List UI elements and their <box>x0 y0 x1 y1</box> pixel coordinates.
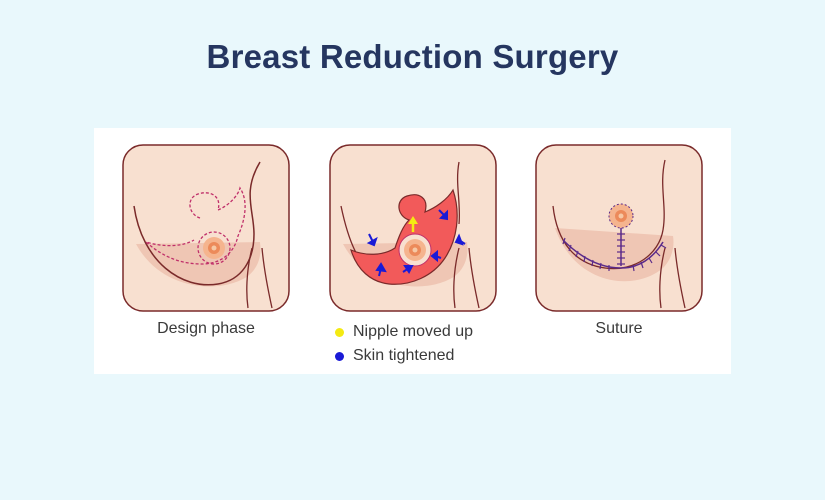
legend-label: Skin tightened <box>353 347 455 364</box>
blue-dot-icon <box>335 351 344 361</box>
design-phase-illustration <box>122 144 290 312</box>
excision-illustration <box>329 144 497 312</box>
legend-item-skin: Skin tightened <box>335 344 473 368</box>
excision-panel <box>329 144 497 312</box>
legend: Nipple moved up Skin tightened <box>335 320 473 368</box>
suture-caption: Suture <box>595 320 643 337</box>
design-phase-panel <box>122 144 290 312</box>
page-title: Breast Reduction Surgery <box>206 38 619 75</box>
illustration-card: Design phase <box>94 128 731 374</box>
design-phase-caption: Design phase <box>157 320 255 337</box>
legend-label: Nipple moved up <box>353 323 474 340</box>
legend-item-nipple: Nipple moved up <box>335 320 473 344</box>
yellow-dot-icon <box>335 327 344 337</box>
suture-illustration <box>535 144 703 312</box>
suture-panel <box>535 144 703 312</box>
